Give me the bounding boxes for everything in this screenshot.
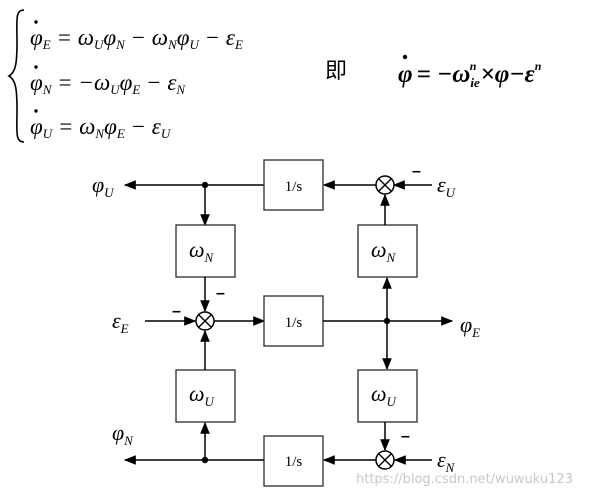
label-eps-U: εU — [437, 172, 457, 200]
gain-omega-N-left — [175, 224, 236, 278]
vector-equation: φ= −ωien×φ−εn — [398, 54, 542, 90]
dot-accent — [402, 54, 408, 60]
label-phi-E: φE — [460, 312, 480, 340]
equation-line-2: φN = −ωUφE − εN — [30, 65, 186, 97]
integrator-bottom — [263, 435, 324, 487]
dot-accent — [34, 20, 38, 24]
sum-junction-middle — [195, 311, 215, 331]
integrator-middle — [263, 295, 324, 347]
label-phi-N: φN — [112, 420, 134, 448]
connector-text: 即 — [325, 59, 347, 84]
integrator-middle-label: 1/s — [285, 315, 303, 331]
gain-omega-N-right — [357, 224, 418, 278]
label-eps-N: εN — [437, 447, 456, 475]
sum-junction-bottom — [375, 450, 395, 470]
equation-system: φE = ωUφN − ωNφU − εE φN = −ωUφE − εN φU… — [7, 9, 542, 143]
label-phi-U: φU — [92, 172, 115, 200]
junction-dot — [201, 456, 209, 464]
dot-accent — [34, 109, 38, 113]
sum-junction-top-right — [375, 175, 395, 195]
svg-text:φE = ωUφN − ωNφU − εE: φE = ωUφN − ωNφU − εE — [30, 25, 243, 52]
svg-text:φ= −ωien×φ−εn: φ= −ωien×φ−εn — [398, 59, 542, 90]
gain-omega-U-right — [357, 369, 418, 423]
minus-sign: – — [412, 163, 421, 180]
dot-accent — [34, 65, 38, 69]
watermark-text: https://blog.csdn.net/wuwuku123 — [356, 472, 573, 487]
minus-sign: – — [172, 303, 181, 320]
integrator-bottom-label: 1/s — [285, 454, 303, 470]
gain-omega-N-left-label: ωN — [189, 237, 215, 265]
block-diagram: – εU φU 1/s ωN – ωN – εE — [92, 159, 573, 487]
svg-text:φU = ωNφE − εU: φU = ωNφE − εU — [30, 114, 172, 141]
svg-text:φN = −ωUφE − εN: φN = −ωUφE − εN — [30, 70, 186, 97]
integrator-top-label: 1/s — [285, 179, 303, 195]
equation-line-3: φU = ωNφE − εU — [30, 109, 172, 141]
label-eps-E: εE — [112, 308, 129, 336]
gain-omega-N-right-label: ωN — [371, 237, 397, 265]
integrator-top — [263, 159, 324, 211]
gain-omega-U-left-label: ωU — [189, 381, 216, 409]
gain-omega-U-right-label: ωU — [371, 381, 398, 409]
minus-sign: – — [216, 285, 225, 302]
equation-line-1: φE = ωUφN − ωNφU − εE — [30, 20, 243, 52]
minus-sign: – — [401, 428, 410, 445]
left-brace — [7, 9, 25, 143]
